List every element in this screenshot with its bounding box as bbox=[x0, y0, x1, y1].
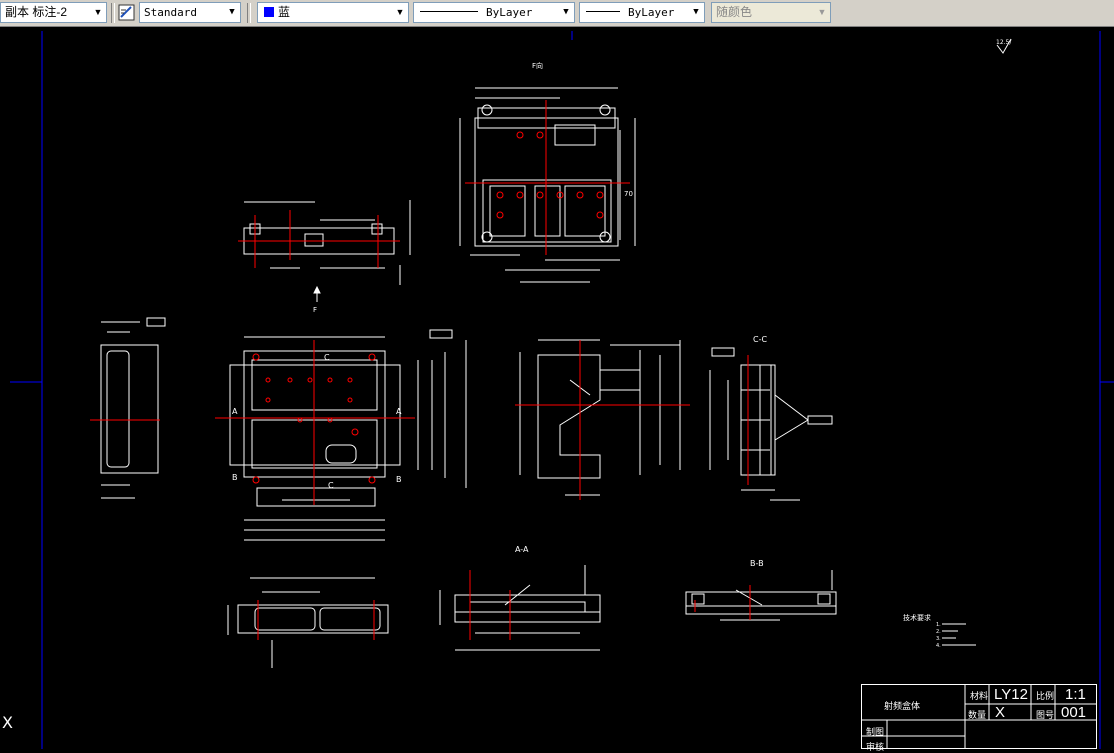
view-cc bbox=[709, 347, 833, 501]
notes-line-2: 2. bbox=[936, 629, 941, 635]
drawing-svg[interactable]: X 12.5/ bbox=[0, 28, 1114, 749]
linetype-sample bbox=[420, 11, 478, 12]
drawing-no-label: 图号 bbox=[1036, 711, 1055, 721]
toolbar-separator bbox=[247, 3, 251, 23]
notes-line-1: 1. bbox=[936, 622, 941, 628]
chevron-down-icon[interactable]: ▼ bbox=[563, 7, 569, 17]
notes-body bbox=[942, 623, 976, 646]
roughness-value: 12.5/ bbox=[996, 39, 1012, 46]
plotstyle-label: 随颜色 bbox=[716, 5, 753, 19]
dimstyle-label: 副本 标注-2 bbox=[5, 5, 68, 19]
cut-label-b-right: B bbox=[396, 475, 402, 484]
lineweight-label: ByLayer bbox=[628, 6, 675, 19]
color-dropdown[interactable]: 蓝 ▼ bbox=[257, 2, 409, 23]
dimstyle-dropdown[interactable]: 副本 标注-2 ▼ bbox=[0, 2, 107, 23]
cut-label-a-left: A bbox=[232, 407, 238, 416]
view-f-holes bbox=[496, 131, 604, 219]
cut-label-a-right: A bbox=[396, 407, 402, 416]
notes-line-3: 3. bbox=[936, 636, 941, 642]
view-bb bbox=[685, 570, 837, 621]
checked-label: 审核 bbox=[866, 743, 885, 753]
dim-70: 70 bbox=[624, 190, 633, 198]
chevron-down-icon[interactable]: ▼ bbox=[395, 7, 405, 17]
view-bottom-left bbox=[227, 577, 389, 668]
lineweight-dropdown[interactable]: ByLayer ▼ bbox=[579, 2, 705, 23]
chevron-down-icon[interactable]: ▼ bbox=[229, 7, 235, 17]
notes-line-4: 4. bbox=[936, 643, 941, 649]
title-block-grid bbox=[861, 684, 1097, 749]
textstyle-dropdown[interactable]: Standard ▼ bbox=[139, 2, 241, 23]
drawing-no-value: 001 bbox=[1061, 704, 1087, 721]
plotstyle-dropdown: 随颜色 ▼ bbox=[711, 2, 831, 23]
view-f-arrow bbox=[313, 285, 321, 302]
ucs-icon: X bbox=[2, 713, 13, 732]
textstyle-label: Standard bbox=[144, 6, 197, 19]
lineweight-sample bbox=[586, 11, 620, 12]
view-main bbox=[229, 329, 467, 541]
chevron-down-icon[interactable]: ▼ bbox=[93, 7, 103, 17]
view-f-centerlines bbox=[465, 100, 630, 255]
cut-label-b-left: B bbox=[232, 473, 238, 482]
notes-title: 技术要求 bbox=[903, 613, 931, 622]
view-side-top bbox=[243, 200, 411, 285]
material-label: 材料 bbox=[970, 692, 989, 702]
drawing-frame bbox=[10, 31, 1114, 749]
color-label: 蓝 bbox=[278, 5, 291, 19]
scale-label: 比例 bbox=[1036, 692, 1055, 702]
view-bb-centerline bbox=[694, 585, 751, 620]
drawn-label: 制图 bbox=[866, 728, 885, 738]
view-f-arrow-label: F bbox=[313, 306, 317, 314]
scale-value: 1:1 bbox=[1065, 686, 1086, 703]
color-swatch bbox=[264, 7, 274, 17]
linetype-dropdown[interactable]: ByLayer ▼ bbox=[413, 2, 575, 23]
view-section-right-centerlines bbox=[515, 340, 690, 500]
toolbar-separator bbox=[111, 3, 115, 23]
qty-value: X bbox=[995, 704, 1006, 721]
section-bb-title: B-B bbox=[750, 559, 764, 568]
cut-label-c-bottom: C bbox=[328, 481, 334, 490]
view-main-centerlines bbox=[215, 340, 415, 505]
linetype-label: ByLayer bbox=[486, 6, 533, 19]
material-value: LY12 bbox=[994, 686, 1028, 703]
cut-label-c-top: C bbox=[324, 353, 330, 362]
section-aa-title: A-A bbox=[515, 545, 529, 554]
roughness-symbol bbox=[996, 38, 1012, 54]
view-main-holes bbox=[252, 353, 376, 484]
properties-toolbar: 副本 标注-2 ▼ Standard ▼ 蓝 ▼ ByLayer ▼ ByLay… bbox=[0, 0, 1114, 27]
view-left bbox=[100, 317, 166, 499]
section-cc-title: C-C bbox=[753, 335, 767, 344]
view-f-title: F向 bbox=[532, 61, 543, 70]
chevron-down-icon: ▼ bbox=[817, 7, 827, 17]
model-space-canvas[interactable]: X 12.5/ bbox=[0, 28, 1114, 753]
view-aa-centerline bbox=[469, 570, 511, 640]
part-name: 射频盒体 bbox=[884, 702, 921, 712]
view-bottom-left-centerline bbox=[257, 600, 375, 640]
view-aa bbox=[439, 565, 601, 651]
textstyle-icon[interactable] bbox=[118, 3, 137, 22]
view-section-right bbox=[519, 339, 681, 496]
view-f bbox=[459, 87, 636, 283]
chevron-down-icon[interactable]: ▼ bbox=[693, 7, 699, 17]
view-side-top-centerlines bbox=[238, 210, 400, 268]
title-block: 射频盒体 材料 LY12 比例 1:1 数量 X 图号 001 制图 审核 bbox=[861, 684, 1097, 753]
qty-label: 数量 bbox=[968, 711, 987, 721]
